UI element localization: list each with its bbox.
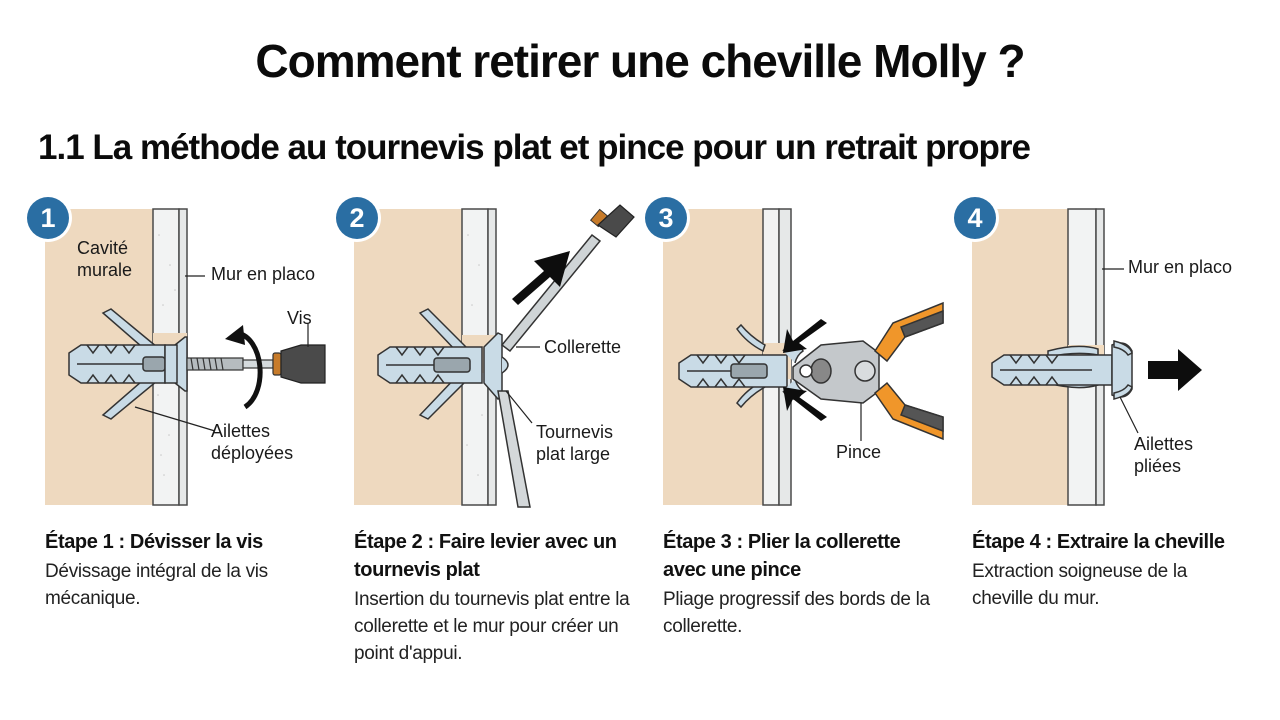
step-2-illustration: 2 Collerette Tournevis plat large — [334, 195, 635, 508]
molly-anchor-icon — [991, 340, 1133, 400]
molly-anchor-icon — [68, 336, 188, 392]
section-subtitle: 1.1 La méthode au tournevis plat et pinc… — [38, 128, 1031, 167]
label-drywall: Mur en placo — [1128, 257, 1233, 277]
label-wall-cavity: Cavité murale — [77, 238, 133, 280]
label-flat-screwdriver: Tournevis plat large — [536, 422, 614, 464]
pliers-icon — [792, 301, 944, 441]
step-4-drawing — [972, 208, 1202, 506]
step-1-caption: Étape 1 : Dévisser la vis Dévissage inté… — [45, 528, 325, 612]
label-folded-wings: Ailettes pliées — [1134, 434, 1194, 476]
label-collar: Collerette — [544, 337, 622, 357]
step-3-drawing — [663, 208, 944, 506]
step-1-drawing — [45, 208, 326, 506]
flat-screwdriver-icon — [497, 204, 635, 508]
label-screw: Vis — [287, 308, 312, 328]
arrow-down-left-icon — [783, 319, 827, 353]
step-number-badge: 2 — [336, 197, 378, 239]
step-description: Extraction soigneuse de la cheville du m… — [972, 561, 1188, 609]
step-4-caption: Étape 4 : Extraire la cheville Extractio… — [972, 528, 1252, 612]
arrow-right-icon — [1148, 349, 1202, 391]
page-title: Comment retirer une cheville Molly ? — [255, 35, 1025, 87]
step-title: Étape 4 : Extraire la cheville — [972, 531, 1225, 553]
step-title: Étape 2 : Faire levier avec un tournevis… — [354, 531, 617, 581]
step-2-drawing — [354, 204, 635, 508]
step-3-caption: Étape 3 : Plier la collerette avec une p… — [663, 528, 943, 640]
step-3-illustration: 3 Pince — [643, 195, 944, 507]
rotate-ccw-arrow-icon — [225, 325, 263, 410]
step-4-illustration: 4 Mur en placo Ailettes pliées — [952, 195, 1252, 507]
step-1-illustration: 1 Cavité murale Mur en placo Vis Ailette… — [25, 195, 326, 507]
arrow-up-right-icon — [512, 251, 570, 305]
step-number-badge: 3 — [645, 197, 687, 239]
label-pliers: Pince — [836, 442, 882, 462]
step-1-panel: 1 Cavité murale Mur en placo Vis Ailette… — [25, 195, 326, 675]
screwdriver-icon — [272, 344, 326, 384]
step-description: Insertion du tournevis plat entre la col… — [354, 589, 630, 664]
label-deployed-wings: Ailettes déployées — [211, 421, 294, 463]
arrow-up-left-icon — [783, 387, 827, 421]
step-2-panel: 2 Collerette Tournevis plat large Étape … — [334, 195, 635, 675]
step-2-caption: Étape 2 : Faire levier avec un tournevis… — [354, 528, 634, 667]
step-description: Pliage progressif des bords de la coller… — [663, 589, 930, 637]
step-4-panel: 4 Mur en placo Ailettes pliées Étape 4 :… — [952, 195, 1252, 675]
step-number-badge: 1 — [27, 197, 69, 239]
step-number-badge: 4 — [954, 197, 996, 239]
molly-anchor-icon — [377, 332, 509, 401]
step-title: Étape 1 : Dévisser la vis — [45, 531, 263, 553]
step-3-panel: 3 Pince Étape 3 : Plier la collerette av… — [643, 195, 944, 675]
label-drywall: Mur en placo — [211, 264, 316, 284]
step-title: Étape 3 : Plier la collerette avec une p… — [663, 531, 901, 581]
step-description: Dévissage intégral de la vis mécanique. — [45, 561, 268, 609]
